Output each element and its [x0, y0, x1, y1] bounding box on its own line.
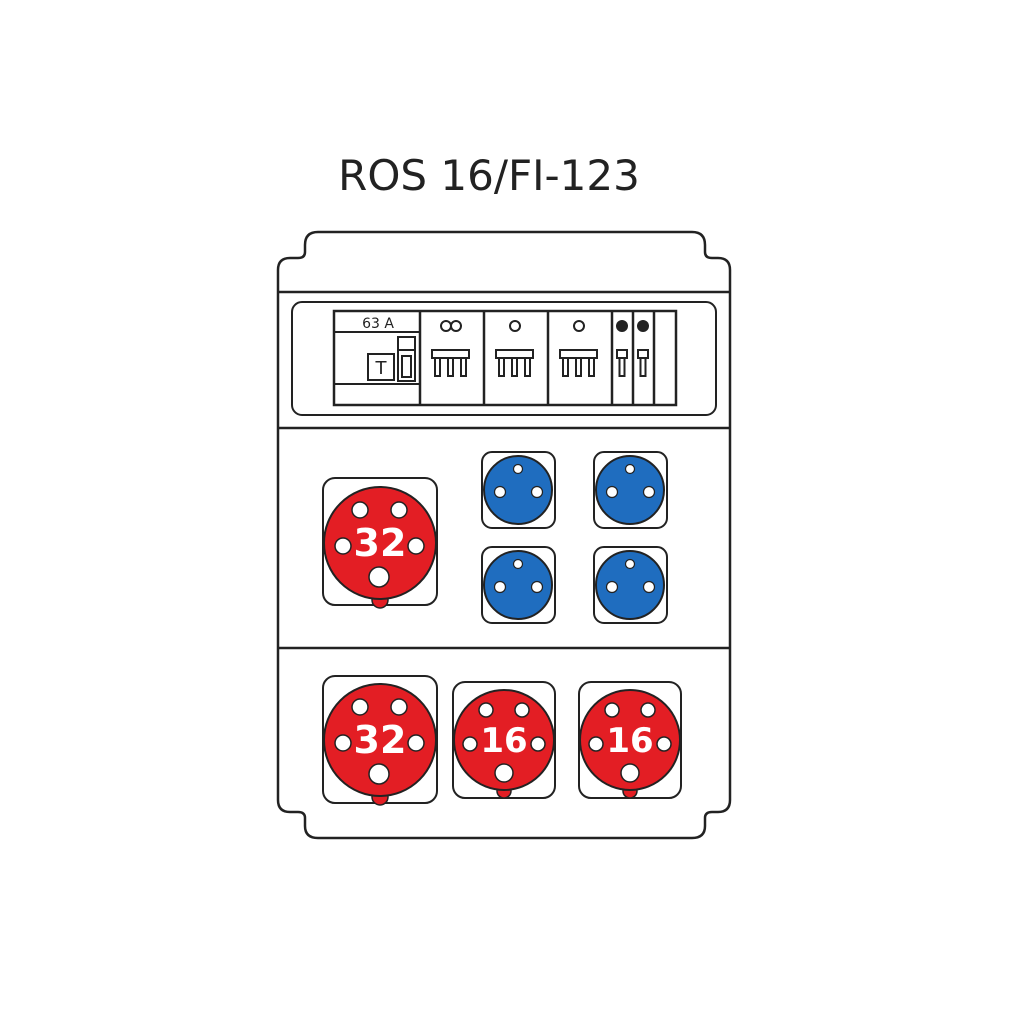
socket-rating: 32	[354, 521, 407, 565]
cee-socket-32a: 32	[322, 675, 438, 806]
socket-rating: 16	[480, 721, 527, 761]
rcd-lever-housing	[397, 336, 416, 382]
mcb-1-pole	[616, 320, 628, 377]
breaker-rail	[332, 309, 678, 407]
schuko-socket	[481, 546, 556, 624]
test-button	[367, 353, 395, 381]
product-title: ROS 16/FI-123	[338, 151, 640, 200]
schuko-socket	[593, 451, 668, 529]
socket-rating: 16	[606, 721, 653, 761]
mcb-3-pole	[559, 320, 598, 377]
cee-socket-32a: 32	[322, 477, 438, 609]
cee-socket-16a: 16	[578, 681, 682, 799]
socket-rating: 32	[354, 718, 407, 762]
test-button-label: T	[375, 358, 388, 379]
breaker-panel: 63 A T	[291, 301, 717, 416]
cee-socket-16a: 16	[452, 681, 556, 799]
schuko-socket	[481, 451, 556, 529]
rcd-rating-label: 63 A	[362, 316, 394, 332]
enclosure-outline	[276, 230, 732, 840]
breaker-window	[291, 301, 717, 416]
mcb-1-pole	[637, 320, 649, 377]
rcd-main-switch: 63 A T	[334, 311, 422, 405]
rcd-lever	[401, 355, 412, 378]
mcb-3-pole	[495, 320, 534, 377]
mcb-3-pole	[431, 320, 470, 377]
schuko-socket	[593, 546, 668, 624]
